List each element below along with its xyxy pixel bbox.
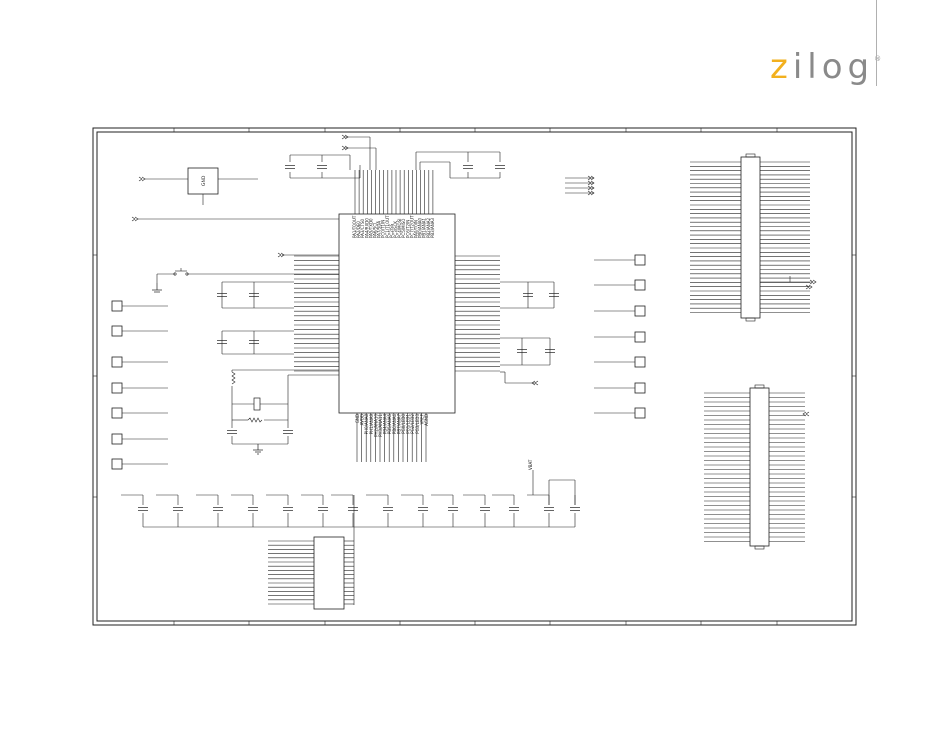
mcu-top-pin-label: PC2/SS <box>389 223 394 238</box>
mcu-top-pin-label: PB3/ANA3 <box>430 217 435 238</box>
offpage-arrow <box>587 185 595 191</box>
mcu-top-pin-label: PB2/ANA2 <box>426 217 431 238</box>
mcu-top-pin-label: PC4/MOSI <box>397 219 402 238</box>
mcu-bottom-pin-label: PB4/ANA4 <box>383 414 388 435</box>
offpage-arrows <box>131 134 817 417</box>
offpage-arrow <box>587 180 595 186</box>
test-pad-right <box>634 407 646 419</box>
test-pad-left <box>111 382 123 394</box>
offpage-arrow <box>805 284 813 290</box>
mcu-top-pin-label: PC1/T1OUT <box>385 215 390 238</box>
logo-z: z <box>770 47 793 87</box>
mcu-top-pin-label: PC6/T2IN <box>405 220 410 238</box>
mcu-bottom-pin-label: VREF <box>419 413 424 424</box>
logo-registered-mark: ® <box>874 55 882 63</box>
test-pad-left <box>111 356 123 368</box>
buffer-chip <box>313 536 345 610</box>
zilog-logo: zilog® <box>770 50 881 84</box>
connector-lower-tab-top <box>754 384 765 389</box>
mcu-top-pin-label: PA0/T0IN <box>414 220 419 238</box>
mcu-top-pin-label: PC7/T2OUT <box>409 215 414 238</box>
frame-zone-ticks <box>93 128 856 625</box>
test-pad-right <box>634 279 646 291</box>
offpage-arrow <box>277 252 285 258</box>
regulator-label: GND <box>201 175 207 186</box>
offpage-arrow <box>587 190 595 196</box>
test-pad-left <box>111 433 123 445</box>
offpage-arrow <box>809 279 817 285</box>
connector-upper-tab-bottom <box>745 317 756 322</box>
mcu-top-pin-label: PA5/TXD0 <box>368 218 373 238</box>
capacitors <box>138 165 580 511</box>
ground-symbol-switch <box>152 283 162 293</box>
mcu-bottom-pin-label: PB5/ANA5 <box>387 414 392 435</box>
test-pad-left <box>111 458 123 470</box>
vbat-label: VBAT <box>528 459 533 470</box>
offpage-arrow <box>341 145 349 151</box>
crystal <box>253 397 261 411</box>
resistor-upper <box>231 371 236 385</box>
offpage-arrow <box>531 380 539 386</box>
schematic-wires <box>121 136 812 605</box>
connector-lower <box>749 387 770 547</box>
mcu-bottom-pin-label: PH3/ANA11 <box>378 414 383 437</box>
mcu-top-pin-label: PA4/RXD0 <box>364 218 369 238</box>
mcu-top-pin-label: PC3/SCK <box>393 221 398 238</box>
test-pads <box>111 254 646 470</box>
mcu-chip <box>338 213 456 414</box>
mcu-top-pin-label: PC0/T1IN <box>381 220 386 238</box>
test-pad-right <box>634 305 646 317</box>
mcu-bottom-pin-label: AVDD <box>360 414 365 425</box>
test-pad-right <box>634 254 646 266</box>
test-pad-right <box>634 382 646 394</box>
mcu-top-pin-label: PA6/SCL <box>373 221 378 238</box>
mcu-bottom-pin-label: PG2/LED2 <box>410 414 415 434</box>
mcu-top-pin-label: PA2/DE0 <box>356 221 361 238</box>
mcu-bottom-pin-label: PG0/LED0 <box>401 414 406 434</box>
offpage-arrow <box>131 216 139 222</box>
connector-upper <box>740 156 761 319</box>
mcu-bottom-pin-label: PG3/LED3 <box>415 414 420 434</box>
mcu-top-pin-label: PA1/T0OUT <box>352 215 357 238</box>
header-divider <box>876 0 877 86</box>
test-pad-right <box>634 356 646 368</box>
drawing-frame <box>92 127 857 626</box>
test-pad-left <box>111 325 123 337</box>
mcu-top-pin-label: PA7/SDA <box>377 221 382 238</box>
mcu-bottom-pin-label: PH1/ANA9 <box>369 414 374 435</box>
resistor-lower <box>247 417 263 423</box>
connector-upper-tab-top <box>745 153 756 158</box>
mcu-bottom-pin-label: GND <box>355 414 360 423</box>
offpage-arrow <box>341 134 349 140</box>
mcu-bottom-pin-label: PB7/ANA7 <box>396 414 401 435</box>
logo-rest: ilog <box>792 47 875 87</box>
mcu-bottom-pin-label: AGND <box>424 414 429 426</box>
offpage-arrow <box>587 175 595 181</box>
mcu-bottom-pin-label: PB6/ANA6 <box>392 414 397 435</box>
ground-symbol <box>253 444 263 455</box>
mcu-top-pin-label: PC5/MISO <box>401 219 406 238</box>
offpage-arrow <box>138 176 146 182</box>
test-pad-right <box>634 331 646 343</box>
connector-lower-tab-bottom <box>754 545 765 550</box>
mcu-top-pin-label: PB1/ANA1 <box>422 217 427 238</box>
offpage-arrow <box>802 411 810 417</box>
test-pad-left <box>111 300 123 312</box>
test-pad-left <box>111 407 123 419</box>
regulator-chip <box>187 167 219 195</box>
mcu-bottom-pin-label: PH2/ANA10 <box>373 414 378 437</box>
mcu-bottom-pin-label: PG1/LED1 <box>406 414 411 434</box>
mcu-top-pin-label: PA3/CTS0 <box>360 218 365 238</box>
reset-switch <box>173 268 189 276</box>
mcu-bottom-pin-label: PH0/ANA8 <box>364 414 369 435</box>
mcu-top-pin-label: PB0/ANA0 <box>418 217 423 238</box>
